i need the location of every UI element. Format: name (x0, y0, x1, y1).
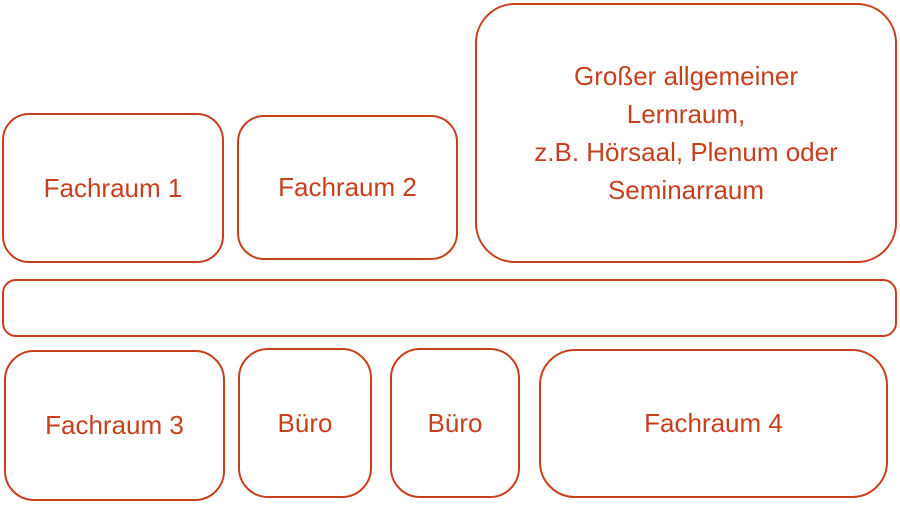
room-fachraum-4: Fachraum 4 (539, 349, 888, 498)
room-buero-1-label: Büro (277, 407, 333, 438)
room-fachraum-3: Fachraum 3 (4, 350, 225, 501)
room-fachraum-1: Fachraum 1 (2, 113, 224, 263)
room-grosser-lernraum-label: Großer allgemeiner Lernraum, z.B. Hörsaa… (534, 57, 837, 209)
corridor-hallway (2, 279, 897, 337)
room-fachraum-4-label: Fachraum 4 (644, 408, 783, 439)
room-buero-2: Büro (390, 348, 520, 498)
room-fachraum-1-label: Fachraum 1 (43, 172, 183, 203)
room-fachraum-2: Fachraum 2 (237, 115, 458, 260)
room-fachraum-3-label: Fachraum 3 (45, 410, 184, 441)
lernraum-label-line-1: Großer allgemeiner (574, 61, 798, 91)
room-buero-1: Büro (238, 348, 372, 498)
lernraum-label-line-2: Lernraum, (626, 99, 746, 129)
room-fachraum-2-label: Fachraum 2 (278, 172, 417, 203)
lernraum-label-line-3: z.B. Hörsaal, Plenum oder (534, 137, 838, 167)
lernraum-label-line-4: Seminarraum (607, 175, 765, 205)
room-buero-2-label: Büro (427, 407, 483, 438)
room-grosser-lernraum: Großer allgemeiner Lernraum, z.B. Hörsaa… (475, 3, 897, 263)
